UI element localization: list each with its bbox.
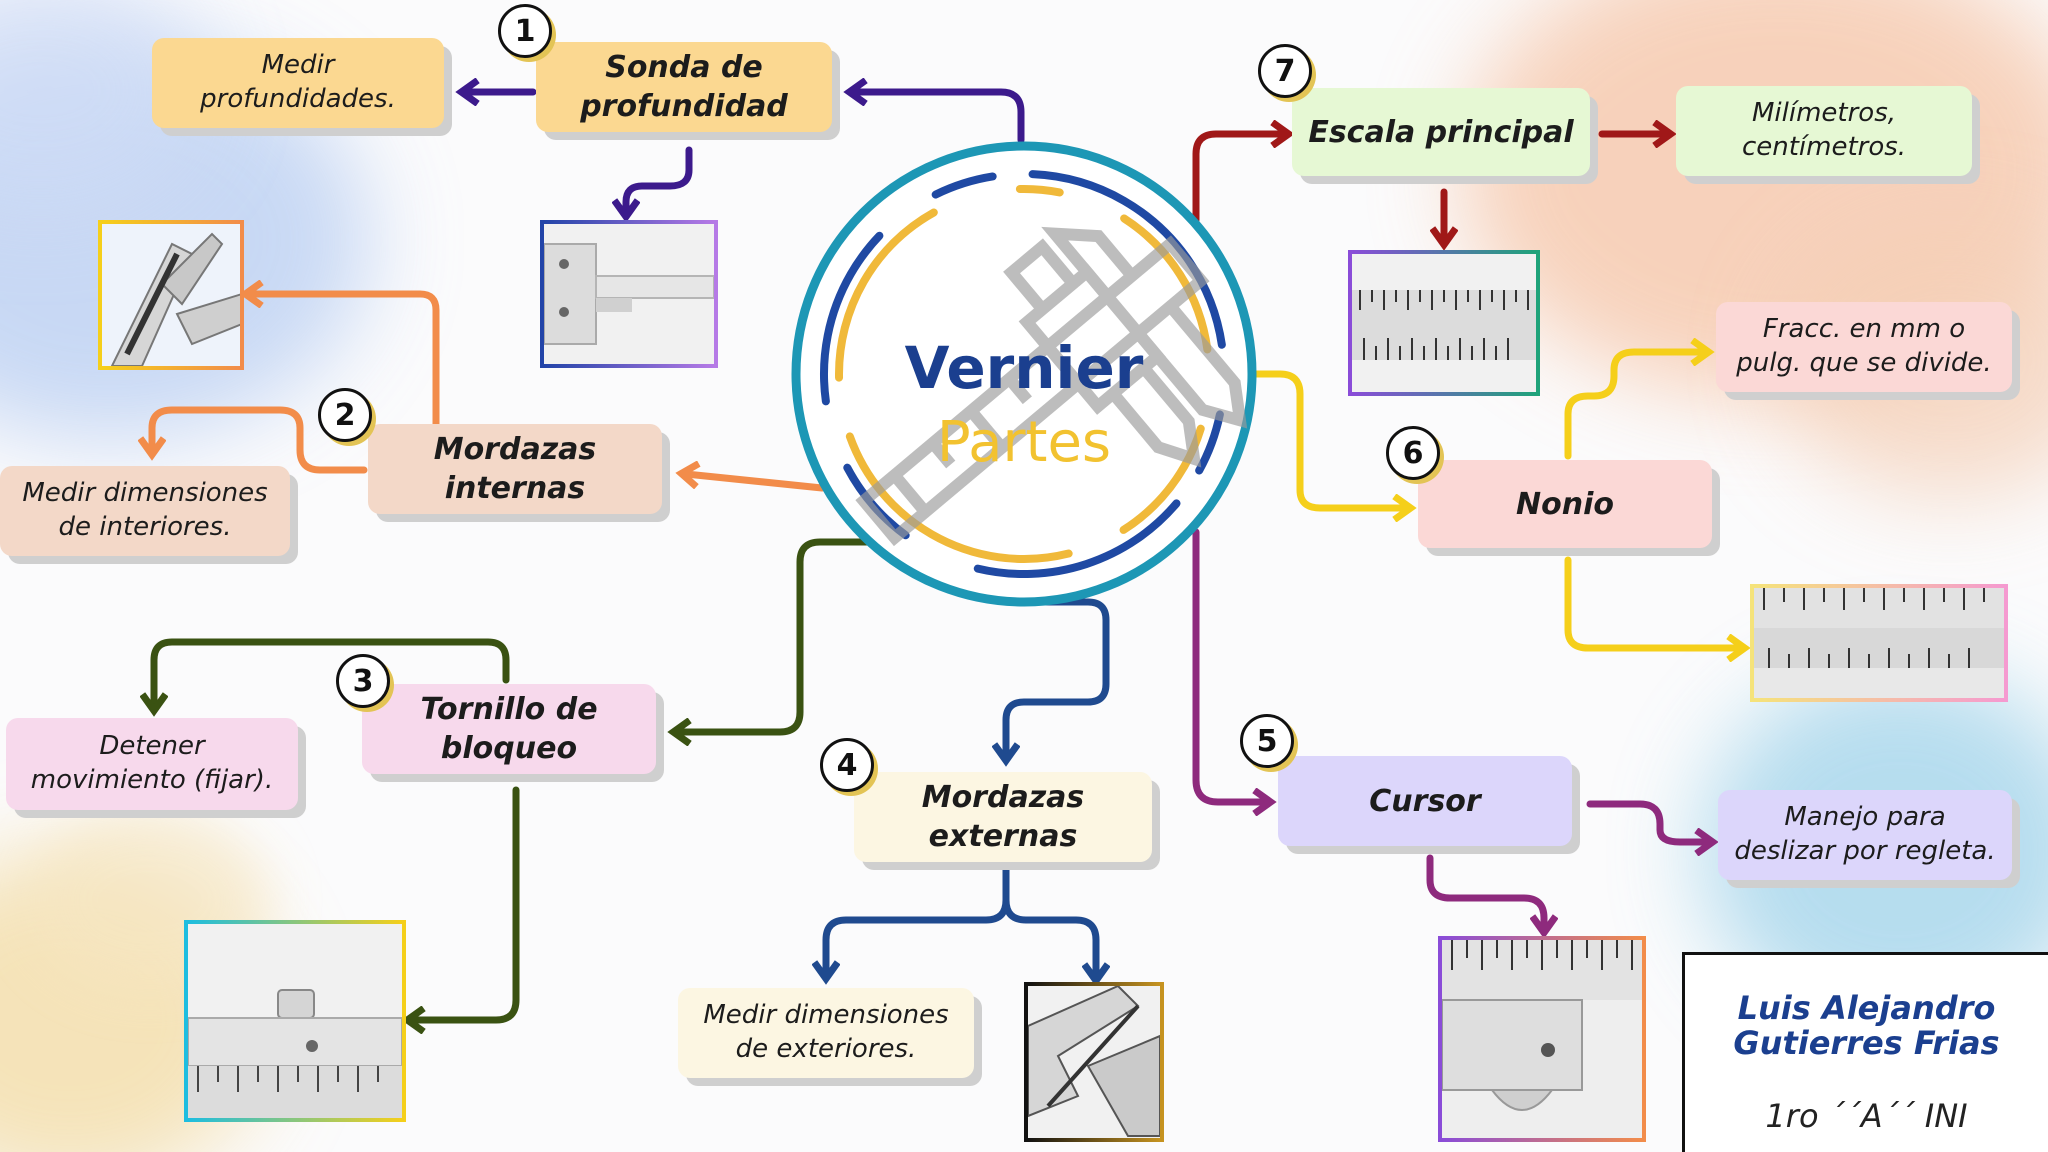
vernier-scale-illustration bbox=[1754, 588, 2004, 698]
center-subtitle: Partes bbox=[936, 410, 1112, 475]
connector-tornillo-to-desc bbox=[154, 638, 510, 706]
part-1-photo bbox=[540, 220, 718, 368]
author-card: Luis Alejandro Gutierres Frias 1ro ´´A´´… bbox=[1682, 952, 2048, 1152]
connector-center-to-escala bbox=[1192, 134, 1284, 224]
connector-cursor-to-photo bbox=[1426, 854, 1544, 928]
part-6-badge: 6 bbox=[1386, 426, 1440, 480]
external-jaws-illustration bbox=[1028, 986, 1160, 1137]
part-3-badge: 3 bbox=[336, 654, 390, 708]
connector-internas-to-desc bbox=[152, 406, 368, 474]
internal-jaws-illustration bbox=[110, 232, 240, 366]
cursor-illustration bbox=[1442, 940, 1642, 1111]
part-2-photo bbox=[98, 220, 244, 370]
part-3-label: Tornillo de bloqueo bbox=[420, 692, 598, 766]
connector-cursor-to-desc bbox=[1586, 800, 1708, 842]
part-6-box: Nonio bbox=[1418, 460, 1712, 548]
part-4-box: Mordazas externas bbox=[854, 772, 1152, 862]
part-4-label: Mordazas externas bbox=[921, 780, 1085, 854]
part-7-label: Escala principal bbox=[1308, 114, 1574, 150]
connector-center-to-nonio bbox=[1252, 370, 1406, 508]
part-2-box: Mordazas internas bbox=[368, 424, 662, 514]
center-ring-yellow bbox=[835, 184, 1213, 563]
part-1-label: Sonda de profundidad bbox=[580, 50, 788, 124]
depth-probe-illustration bbox=[544, 243, 714, 345]
part-3-box: Tornillo de bloqueo bbox=[362, 684, 656, 774]
part-6-description: Fracc. en mm o pulg. que se divide. bbox=[1716, 302, 2012, 392]
part-7-description: Milímetros, centímetros. bbox=[1676, 86, 1972, 176]
part-2-label: Mordazas internas bbox=[433, 432, 597, 506]
author-name: Luis Alejandro Gutierres Frias bbox=[1733, 989, 2000, 1063]
part-3-description: Detener movimiento (fijar). bbox=[6, 718, 298, 810]
part-1-badge: 1 bbox=[498, 4, 552, 58]
main-scale-illustration bbox=[1352, 290, 1536, 360]
connector-center-to-tornillo bbox=[678, 538, 880, 732]
part-5-label: Cursor bbox=[1369, 783, 1481, 819]
caliper-watermark-icon bbox=[855, 226, 1248, 547]
connector-center-to-externas bbox=[1006, 598, 1110, 756]
part-2-badge: 2 bbox=[318, 388, 372, 442]
connector-tornillo-to-photo bbox=[412, 786, 520, 1020]
center-ring-blue bbox=[820, 170, 1228, 579]
locking-screw-illustration bbox=[188, 989, 402, 1118]
part-4-description: Medir dimensiones de exteriores. bbox=[678, 988, 974, 1078]
connector-center-to-cursor bbox=[1192, 528, 1266, 802]
part-7-badge: 7 bbox=[1258, 44, 1312, 98]
part-5-description: Manejo para deslizar por regleta. bbox=[1718, 790, 2012, 880]
connector-externas-to-photo bbox=[1002, 896, 1096, 976]
part-1-box: Sonda de profundidad bbox=[536, 42, 832, 132]
part-5-photo bbox=[1438, 936, 1646, 1142]
author-group: 1ro ´´A´´ INI bbox=[1765, 1097, 1968, 1135]
connector-center-to-internas bbox=[686, 474, 826, 492]
part-1-description: Medir profundidades. bbox=[152, 38, 444, 128]
part-5-badge: 5 bbox=[1240, 714, 1294, 768]
part-5-box: Cursor bbox=[1278, 756, 1572, 846]
part-6-photo bbox=[1750, 584, 2008, 702]
connector-center-to-sonda bbox=[854, 92, 1025, 144]
connector-sonda-to-photo bbox=[626, 146, 693, 212]
connector-nonio-to-desc bbox=[1564, 352, 1704, 460]
part-4-photo bbox=[1024, 982, 1164, 1142]
part-7-box: Escala principal bbox=[1292, 88, 1590, 176]
part-6-label: Nonio bbox=[1516, 486, 1614, 522]
part-2-description: Medir dimensiones de interiores. bbox=[0, 466, 290, 556]
part-4-badge: 4 bbox=[820, 738, 874, 792]
part-3-photo bbox=[184, 920, 406, 1122]
connector-nonio-to-photo bbox=[1564, 556, 1740, 648]
part-7-photo bbox=[1348, 250, 1540, 396]
connector-internas-to-photo bbox=[250, 294, 440, 434]
center-title: Vernier bbox=[904, 334, 1144, 402]
